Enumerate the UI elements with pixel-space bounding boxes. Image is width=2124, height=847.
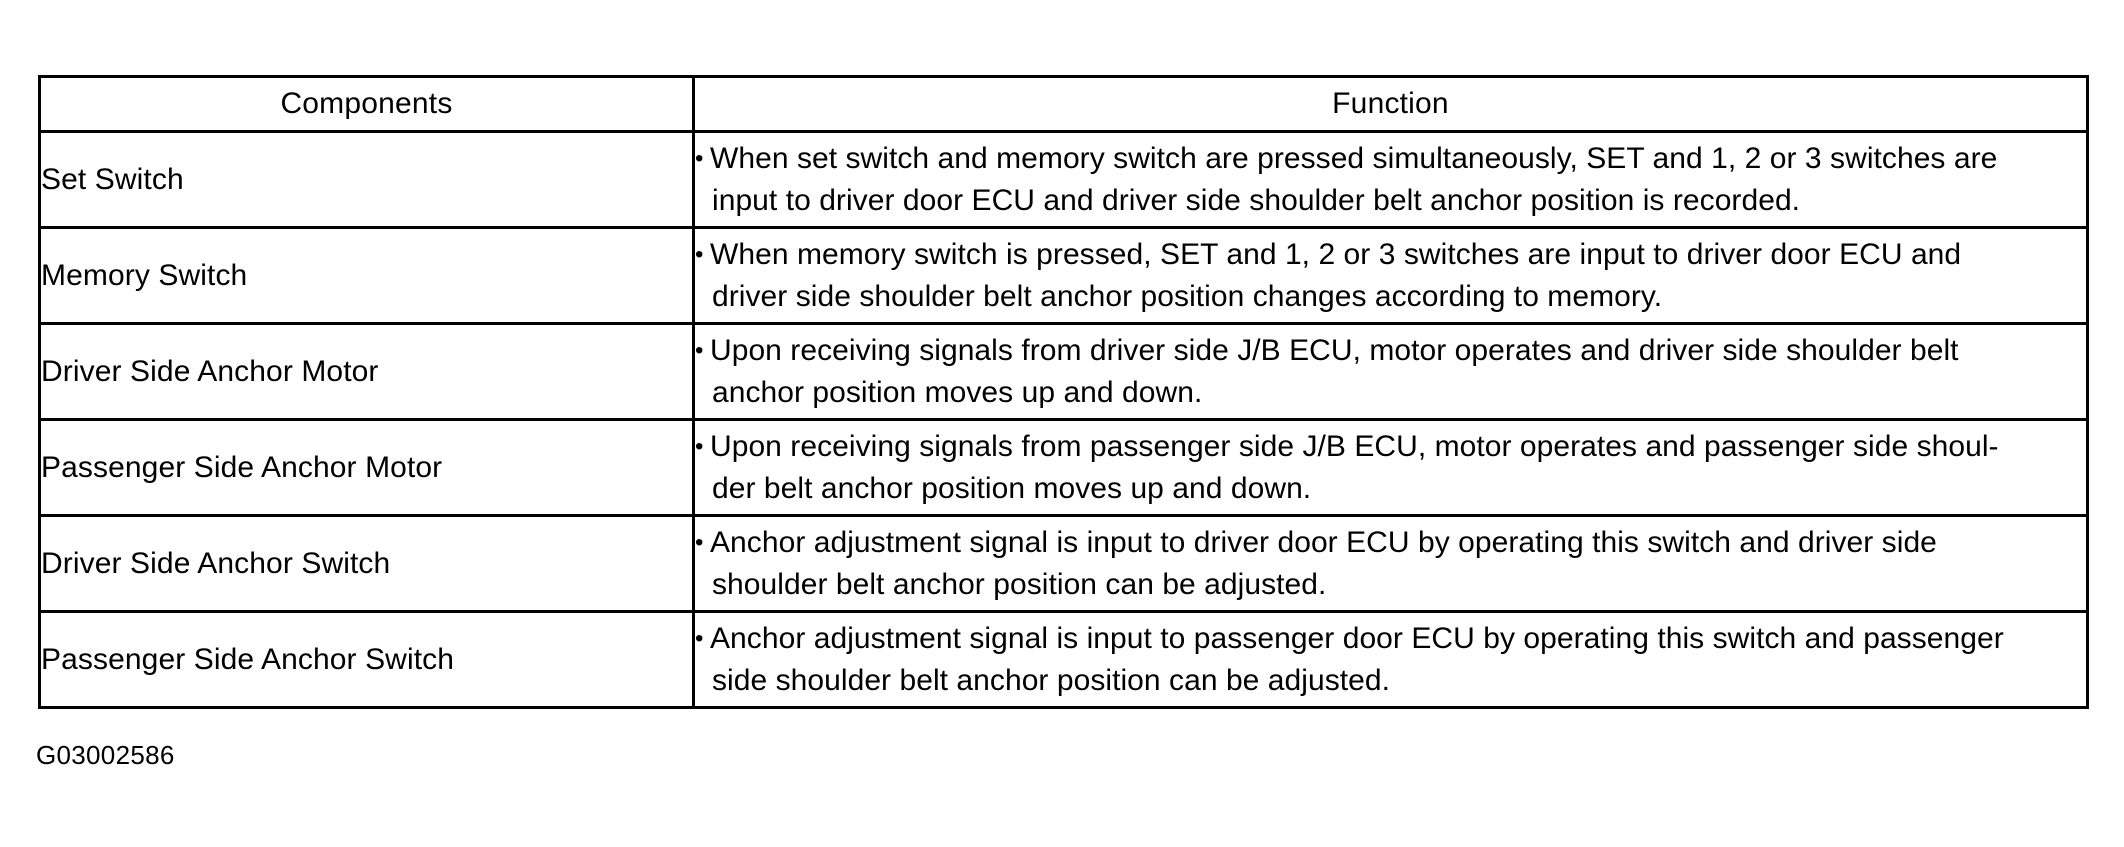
function-description-cell: • When memory switch is pressed, SET and…: [692, 226, 2089, 325]
function-description-cell: • Anchor adjustment signal is input to d…: [692, 514, 2089, 613]
bullet-icon: •: [695, 336, 704, 364]
bullet-icon: •: [695, 432, 704, 460]
bullet-item: • Upon receiving signals from driver sid…: [695, 330, 2086, 414]
column-header-function: Function: [692, 75, 2089, 133]
text-line: Anchor adjustment signal is input to pas…: [710, 621, 2004, 655]
bullet-text: When memory switch is pressed, SET and 1…: [710, 234, 2086, 318]
function-description-cell: • When set switch and memory switch are …: [692, 130, 2089, 229]
function-description-cell: • Upon receiving signals from passenger …: [692, 418, 2089, 517]
bullet-item: • When set switch and memory switch are …: [695, 138, 2086, 222]
column-header-components: Components: [38, 75, 695, 133]
component-name-cell: Passenger Side Anchor Switch: [38, 610, 695, 709]
component-name-cell: Driver Side Anchor Switch: [38, 514, 695, 613]
bullet-text: Anchor adjustment signal is input to dri…: [710, 522, 2086, 606]
bullet-item: • Anchor adjustment signal is input to d…: [695, 522, 2086, 606]
bullet-icon: •: [695, 528, 704, 556]
bullet-icon: •: [695, 624, 704, 652]
table-header-row: Components Function: [38, 75, 2089, 133]
text-line: shoulder belt anchor position can be adj…: [712, 567, 1327, 601]
component-name-cell: Passenger Side Anchor Motor: [38, 418, 695, 517]
bullet-text: Upon receiving signals from passenger si…: [710, 426, 2086, 510]
text-line: der belt anchor position moves up and do…: [712, 471, 1312, 505]
text-line: anchor position moves up and down.: [712, 375, 1203, 409]
text-line: Upon receiving signals from passenger si…: [710, 429, 1999, 463]
table-row: Driver Side Anchor Switch • Anchor adjus…: [38, 514, 2089, 613]
bullet-text: When set switch and memory switch are pr…: [710, 138, 2086, 222]
table-row: Passenger Side Anchor Switch • Anchor ad…: [38, 610, 2089, 709]
bullet-text: Upon receiving signals from driver side …: [710, 330, 2086, 414]
function-description-cell: • Anchor adjustment signal is input to p…: [692, 610, 2089, 709]
text-line: side shoulder belt anchor position can b…: [712, 663, 1391, 697]
figure-reference-code: G03002586: [36, 740, 175, 770]
table-row: Memory Switch • When memory switch is pr…: [38, 226, 2089, 325]
table-row: Passenger Side Anchor Motor • Upon recei…: [38, 418, 2089, 517]
component-name-cell: Set Switch: [38, 130, 695, 229]
text-line: When memory switch is pressed, SET and 1…: [710, 237, 1962, 271]
bullet-icon: •: [695, 144, 704, 172]
table-body: Set Switch • When set switch and memory …: [38, 130, 2089, 709]
component-name-cell: Driver Side Anchor Motor: [38, 322, 695, 421]
bullet-item: • Anchor adjustment signal is input to p…: [695, 618, 2086, 702]
function-description-cell: • Upon receiving signals from driver sid…: [692, 322, 2089, 421]
bullet-text: Anchor adjustment signal is input to pas…: [710, 618, 2086, 702]
text-line: input to driver door ECU and driver side…: [712, 183, 1801, 217]
component-name-cell: Memory Switch: [38, 226, 695, 325]
bullet-icon: •: [695, 240, 704, 268]
text-line: Upon receiving signals from driver side …: [710, 333, 1959, 367]
text-line: When set switch and memory switch are pr…: [710, 141, 1998, 175]
bullet-item: • Upon receiving signals from passenger …: [695, 426, 2086, 510]
table-row: Driver Side Anchor Motor • Upon receivin…: [38, 322, 2089, 421]
text-line: driver side shoulder belt anchor positio…: [712, 279, 1663, 313]
table-row: Set Switch • When set switch and memory …: [38, 130, 2089, 229]
components-function-table: Components Function Set Switch • When se…: [38, 75, 2089, 709]
text-line: Anchor adjustment signal is input to dri…: [710, 525, 1937, 559]
bullet-item: • When memory switch is pressed, SET and…: [695, 234, 2086, 318]
